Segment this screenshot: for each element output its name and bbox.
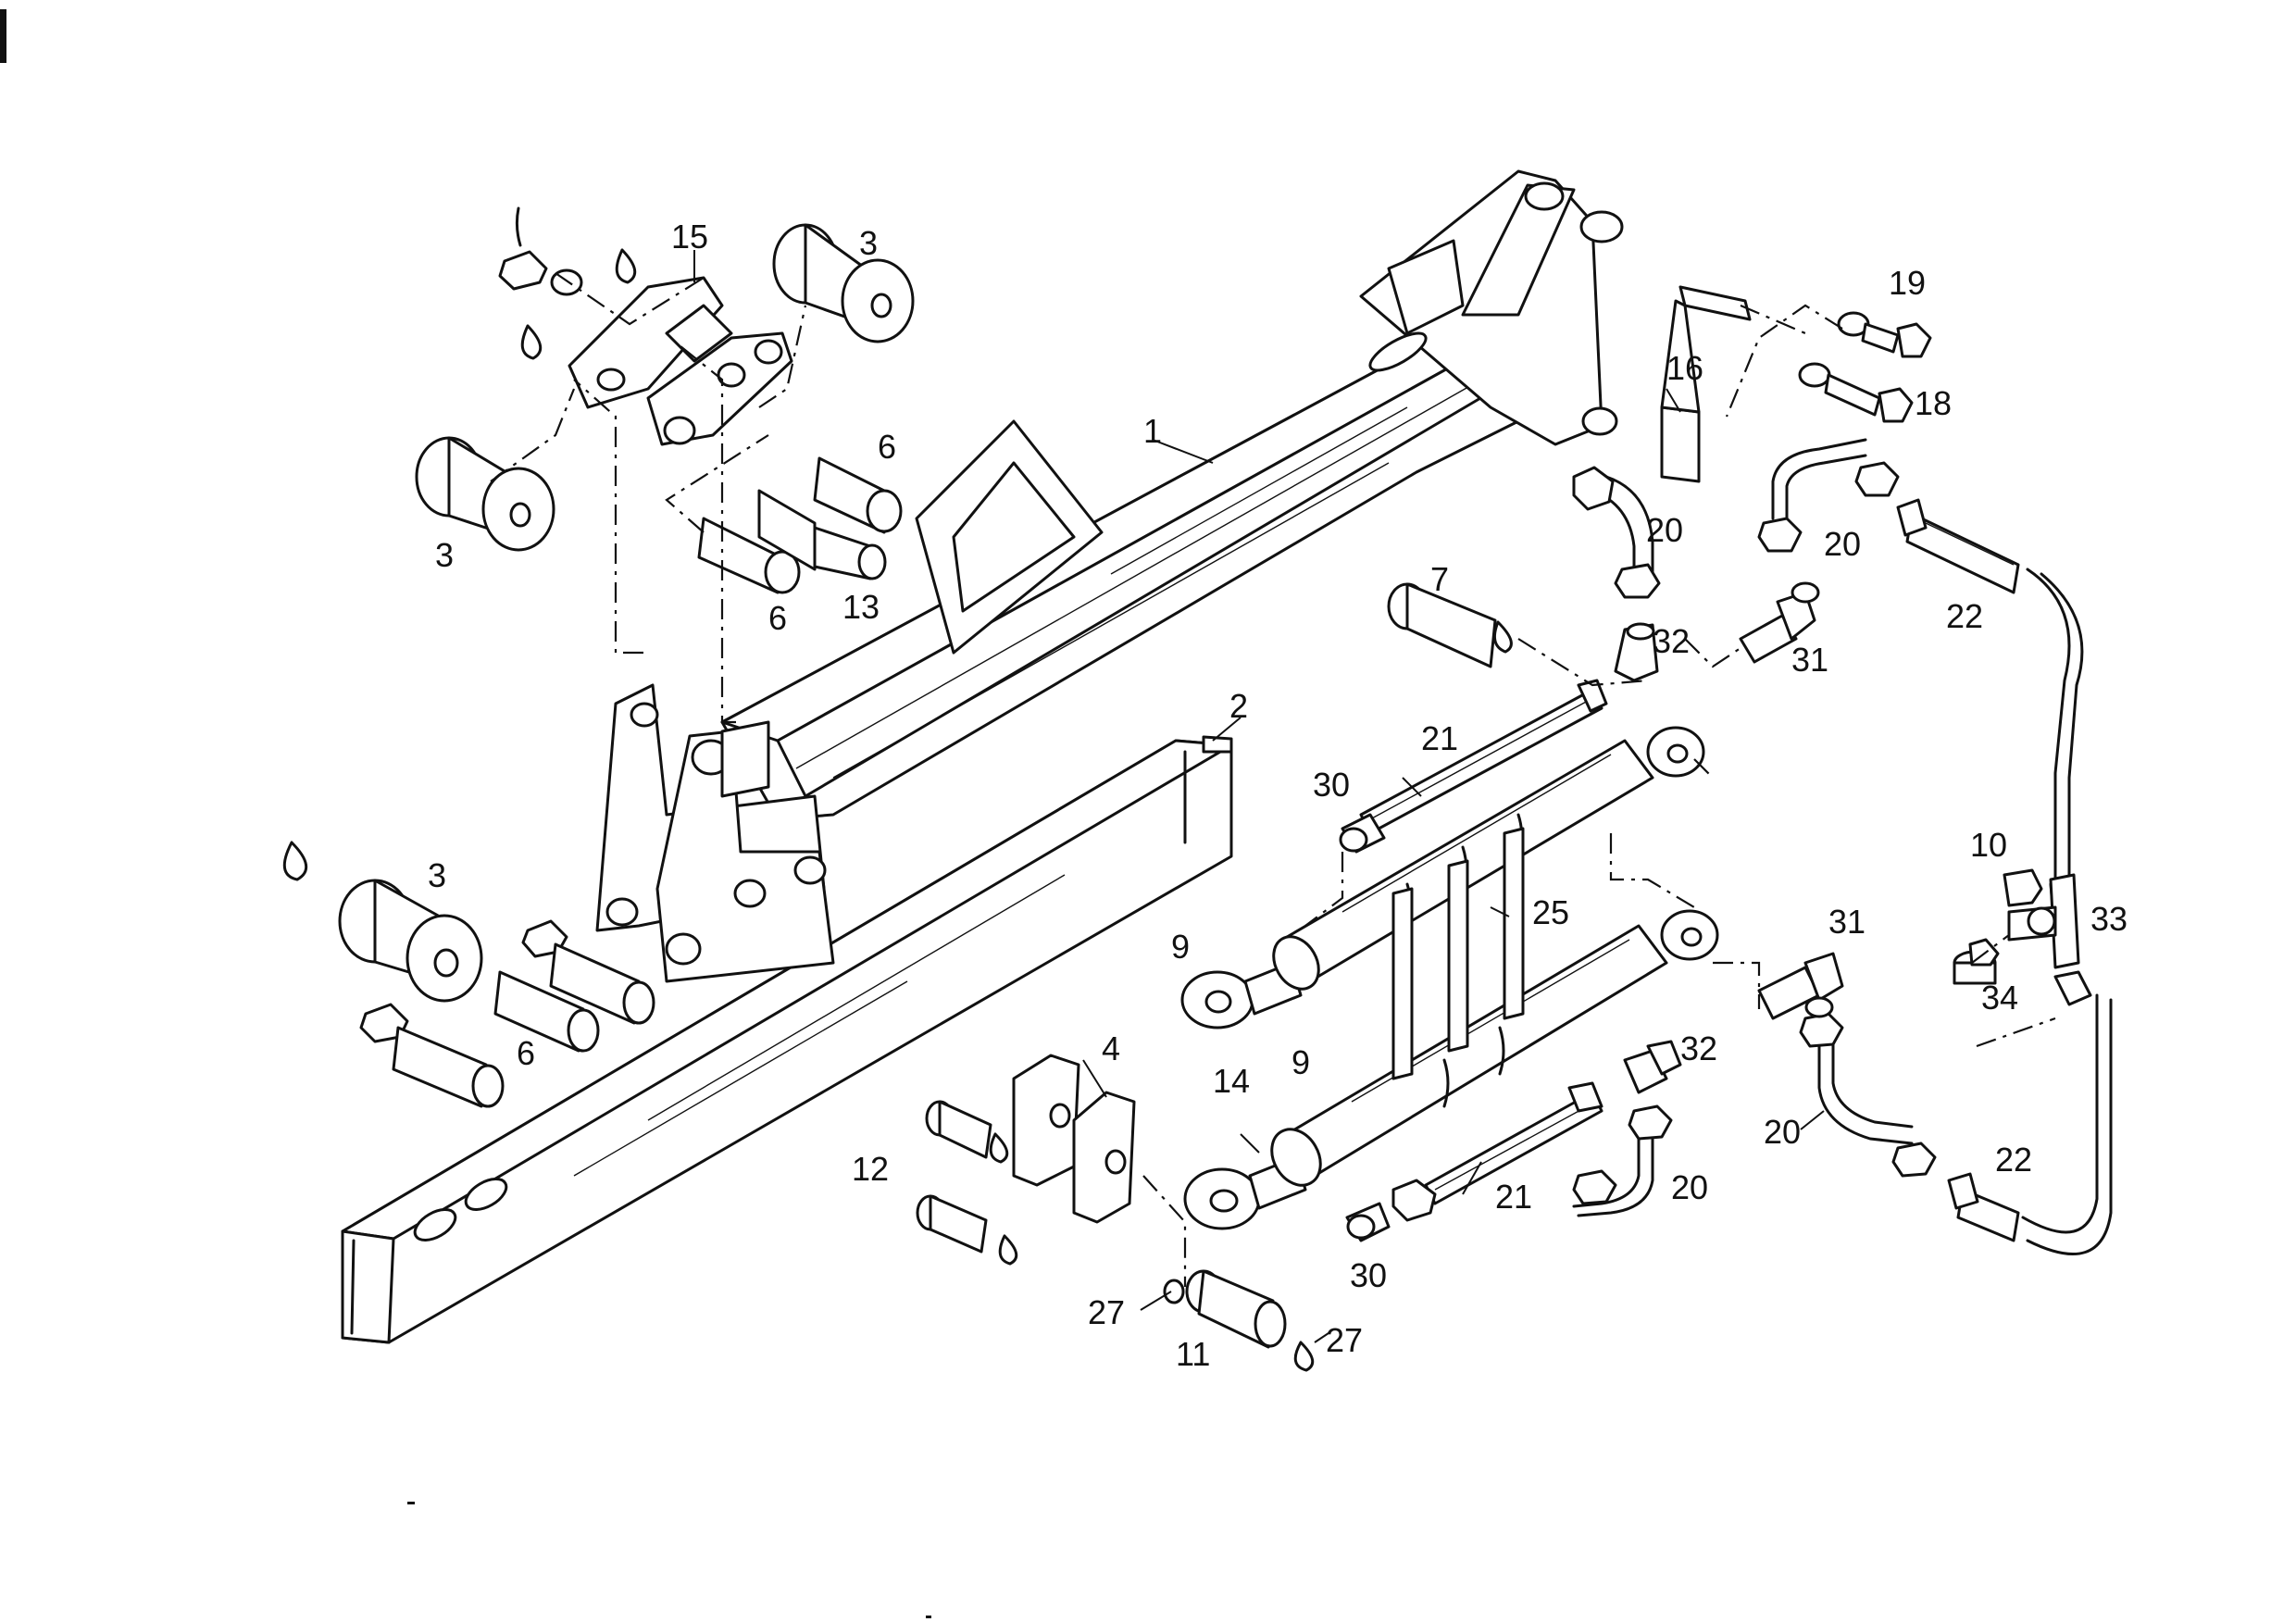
- callout-3: 3: [435, 536, 454, 574]
- scan-specks: [407, 1502, 931, 1618]
- bolt-lower-upper: [521, 919, 655, 1025]
- roller-top-left: [415, 436, 555, 552]
- pin-6-upper: [813, 456, 903, 534]
- fitting-30-lower: [1345, 1202, 1391, 1242]
- callout-6: 6: [517, 1034, 535, 1072]
- callout-21: 21: [1421, 719, 1458, 757]
- elbow-31-lower: [1757, 952, 1844, 1020]
- callout-1: 1: [1143, 412, 1162, 450]
- pipe-20-lower-right: [1572, 1104, 1673, 1217]
- bolt-18-lower: [1798, 362, 1914, 423]
- callout-20: 20: [1764, 1113, 1801, 1151]
- callout-3: 3: [428, 856, 446, 894]
- roller-top-right: [772, 223, 915, 343]
- callout-31: 31: [1828, 903, 1866, 941]
- pipe-20-upper-right: [1757, 438, 1900, 553]
- hose-22-lower: [1947, 970, 2113, 1255]
- callout-13: 13: [842, 588, 880, 626]
- callout-22: 22: [1995, 1141, 2032, 1179]
- tee-fitting-33: [2007, 873, 2080, 969]
- roller-lower: [338, 879, 483, 1003]
- callout-20: 20: [1646, 511, 1683, 549]
- callout-12: 12: [852, 1150, 889, 1188]
- callout-3: 3: [859, 224, 878, 262]
- assembly-lines: [490, 272, 2056, 1287]
- callout-2: 2: [1229, 687, 1248, 725]
- pipe-20-upper-left: [1572, 466, 1661, 599]
- callout-16: 16: [1666, 349, 1703, 387]
- callout-30: 30: [1313, 766, 1350, 804]
- pin-12-lower: [916, 1194, 1018, 1266]
- callout-6: 6: [768, 599, 787, 637]
- callout-4: 4: [1102, 1029, 1120, 1067]
- callout-20: 20: [1671, 1168, 1708, 1206]
- callout-labels: 1 2 3 3 3 4 6 6 6 7 9 9 10 11 12 13 14 1…: [428, 218, 2128, 1373]
- pin-6-middle: [697, 517, 801, 594]
- callout-33: 33: [2090, 900, 2128, 938]
- callout-7: 7: [1430, 560, 1449, 598]
- plug-34: [1953, 938, 2000, 985]
- callout-22: 22: [1946, 597, 1983, 635]
- callout-21: 21: [1495, 1178, 1532, 1216]
- callout-31: 31: [1791, 641, 1828, 679]
- callout-27: 27: [1088, 1293, 1125, 1331]
- callout-27: 27: [1326, 1321, 1363, 1359]
- clip-27-left: [1163, 1279, 1185, 1304]
- bolt-18-upper: [1837, 311, 1932, 358]
- cotter-pin-top: [498, 206, 637, 360]
- elbow-32-lower: [1623, 1040, 1682, 1094]
- callout-18: 18: [1915, 384, 1952, 422]
- callout-32: 32: [1680, 1029, 1717, 1067]
- hose-21-lower: [1424, 1081, 1603, 1205]
- callout-19: 19: [1889, 264, 1926, 302]
- link-plate-assembly: [568, 276, 793, 446]
- callout-30: 30: [1350, 1256, 1387, 1294]
- clip-lower-left: [282, 841, 307, 881]
- callout-15: 15: [671, 218, 708, 256]
- main-frame-arm: [595, 169, 1624, 983]
- nut-21-lower: [1391, 1179, 1437, 1222]
- callout-6: 6: [878, 428, 896, 466]
- lower-square-beam: [341, 735, 1233, 1344]
- callout-32: 32: [1653, 622, 1690, 660]
- elbow-31-upper: [1739, 581, 1820, 664]
- pin-7: [1387, 582, 1513, 668]
- clip-27-right: [1293, 1341, 1315, 1372]
- callout-25: 25: [1532, 893, 1569, 931]
- cap-10: [2003, 868, 2043, 907]
- callout-9: 9: [1171, 928, 1190, 966]
- callout-34: 34: [1981, 979, 2018, 1017]
- pin-12-upper: [925, 1100, 1009, 1164]
- callout-9: 9: [1292, 1043, 1310, 1081]
- pin-11: [1185, 1269, 1287, 1349]
- pipe-20-lower-left: [1799, 1012, 1937, 1178]
- fitting-30-upper: [1339, 813, 1386, 854]
- callout-14: 14: [1213, 1062, 1250, 1100]
- callout-20: 20: [1824, 525, 1861, 563]
- bracket-16: [1660, 285, 1752, 483]
- bolt-lower-lower: [359, 1003, 505, 1108]
- callout-11: 11: [1176, 1335, 1210, 1373]
- pin-6-lower: [493, 970, 600, 1053]
- leader-lines: [693, 250, 1825, 1343]
- mounting-plate-4: [1012, 1054, 1136, 1224]
- bolt-13: [757, 489, 887, 580]
- page-edge-mark: [0, 9, 6, 63]
- elbow-32-upper: [1614, 622, 1659, 682]
- callout-10: 10: [1970, 826, 2007, 864]
- cylinder-bracket-25: [1391, 827, 1525, 1080]
